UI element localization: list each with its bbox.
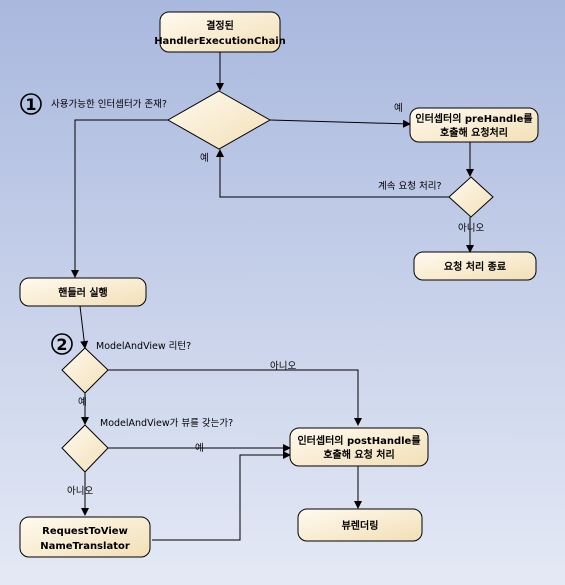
edge-label-yes-prehandle: 예 [394, 103, 403, 114]
node-end-request-label: 요청 처리 종료 [444, 260, 506, 273]
step-two-number: 2 [56, 335, 67, 354]
node-end-request: 요청 처리 종료 [413, 251, 537, 281]
decision-interceptor-exists [166, 90, 272, 150]
node-prehandle-line1: 인터셉터의 preHandle를 [415, 112, 532, 125]
edge-decision2-no-to-posthandle [108, 369, 362, 426]
decision-returns-mav-label: ModelAndView 리턴? [96, 341, 191, 352]
node-start: 결정된 HandlerExecutionChain [154, 11, 286, 53]
step-one-marker: 1 [20, 93, 42, 115]
edge-decision1-to-prehandle [269, 119, 411, 128]
edge-label-yes-mav: 예 [78, 397, 87, 408]
node-posthandle: 인터셉터의 postHandle를 호출해 요청 처리 [289, 427, 429, 467]
edge-label-no-mav: 아니오 [270, 361, 296, 372]
node-translator-line1: RequestToView [42, 526, 128, 537]
node-render: 뷰렌더링 [297, 508, 423, 542]
edge-label-yes-view: 예 [195, 443, 204, 454]
node-run-handler-label: 핸들러 실행 [58, 286, 107, 299]
edge-handler-to-decision2 [79, 305, 89, 349]
edge-decision1-to-handler [71, 119, 168, 278]
decision-interceptor-exists-label: 사용가능한 인터셉터가 존재? [51, 99, 167, 110]
edge-continue-loop-back [216, 149, 450, 198]
decision-returns-mav [61, 347, 109, 394]
decision-continue [448, 176, 494, 218]
node-posthandle-line1: 인터셉터의 postHandle를 [297, 434, 420, 447]
edge-label-no-end: 아니오 [458, 223, 484, 234]
node-run-handler: 핸들러 실행 [19, 277, 147, 307]
edge-label-no-view: 아니오 [67, 486, 93, 497]
node-render-label: 뷰렌더링 [342, 519, 379, 532]
step-one-number: 1 [25, 95, 36, 114]
decision-has-view [61, 424, 109, 473]
node-prehandle: 인터셉터의 preHandle를 호출해 요청처리 [409, 107, 539, 143]
node-prehandle-line2: 호출해 요청처리 [440, 126, 508, 139]
node-posthandle-line2: 호출해 요청 처리 [323, 448, 394, 461]
step-two-marker: 2 [51, 333, 73, 355]
decision-continue-label: 계속 요청 처리? [378, 180, 442, 192]
node-translator: RequestToView NameTranslator [19, 516, 151, 558]
edge-label-yes-loop: 예 [200, 153, 209, 164]
decision-has-view-label: ModelAndView가 뷰를 갖는가? [100, 417, 233, 429]
node-start-line2: HandlerExecutionChain [154, 36, 286, 47]
node-start-line1: 결정된 [206, 19, 234, 32]
node-translator-line2: NameTranslator [40, 541, 130, 552]
edge-translator-to-posthandle [152, 451, 291, 541]
